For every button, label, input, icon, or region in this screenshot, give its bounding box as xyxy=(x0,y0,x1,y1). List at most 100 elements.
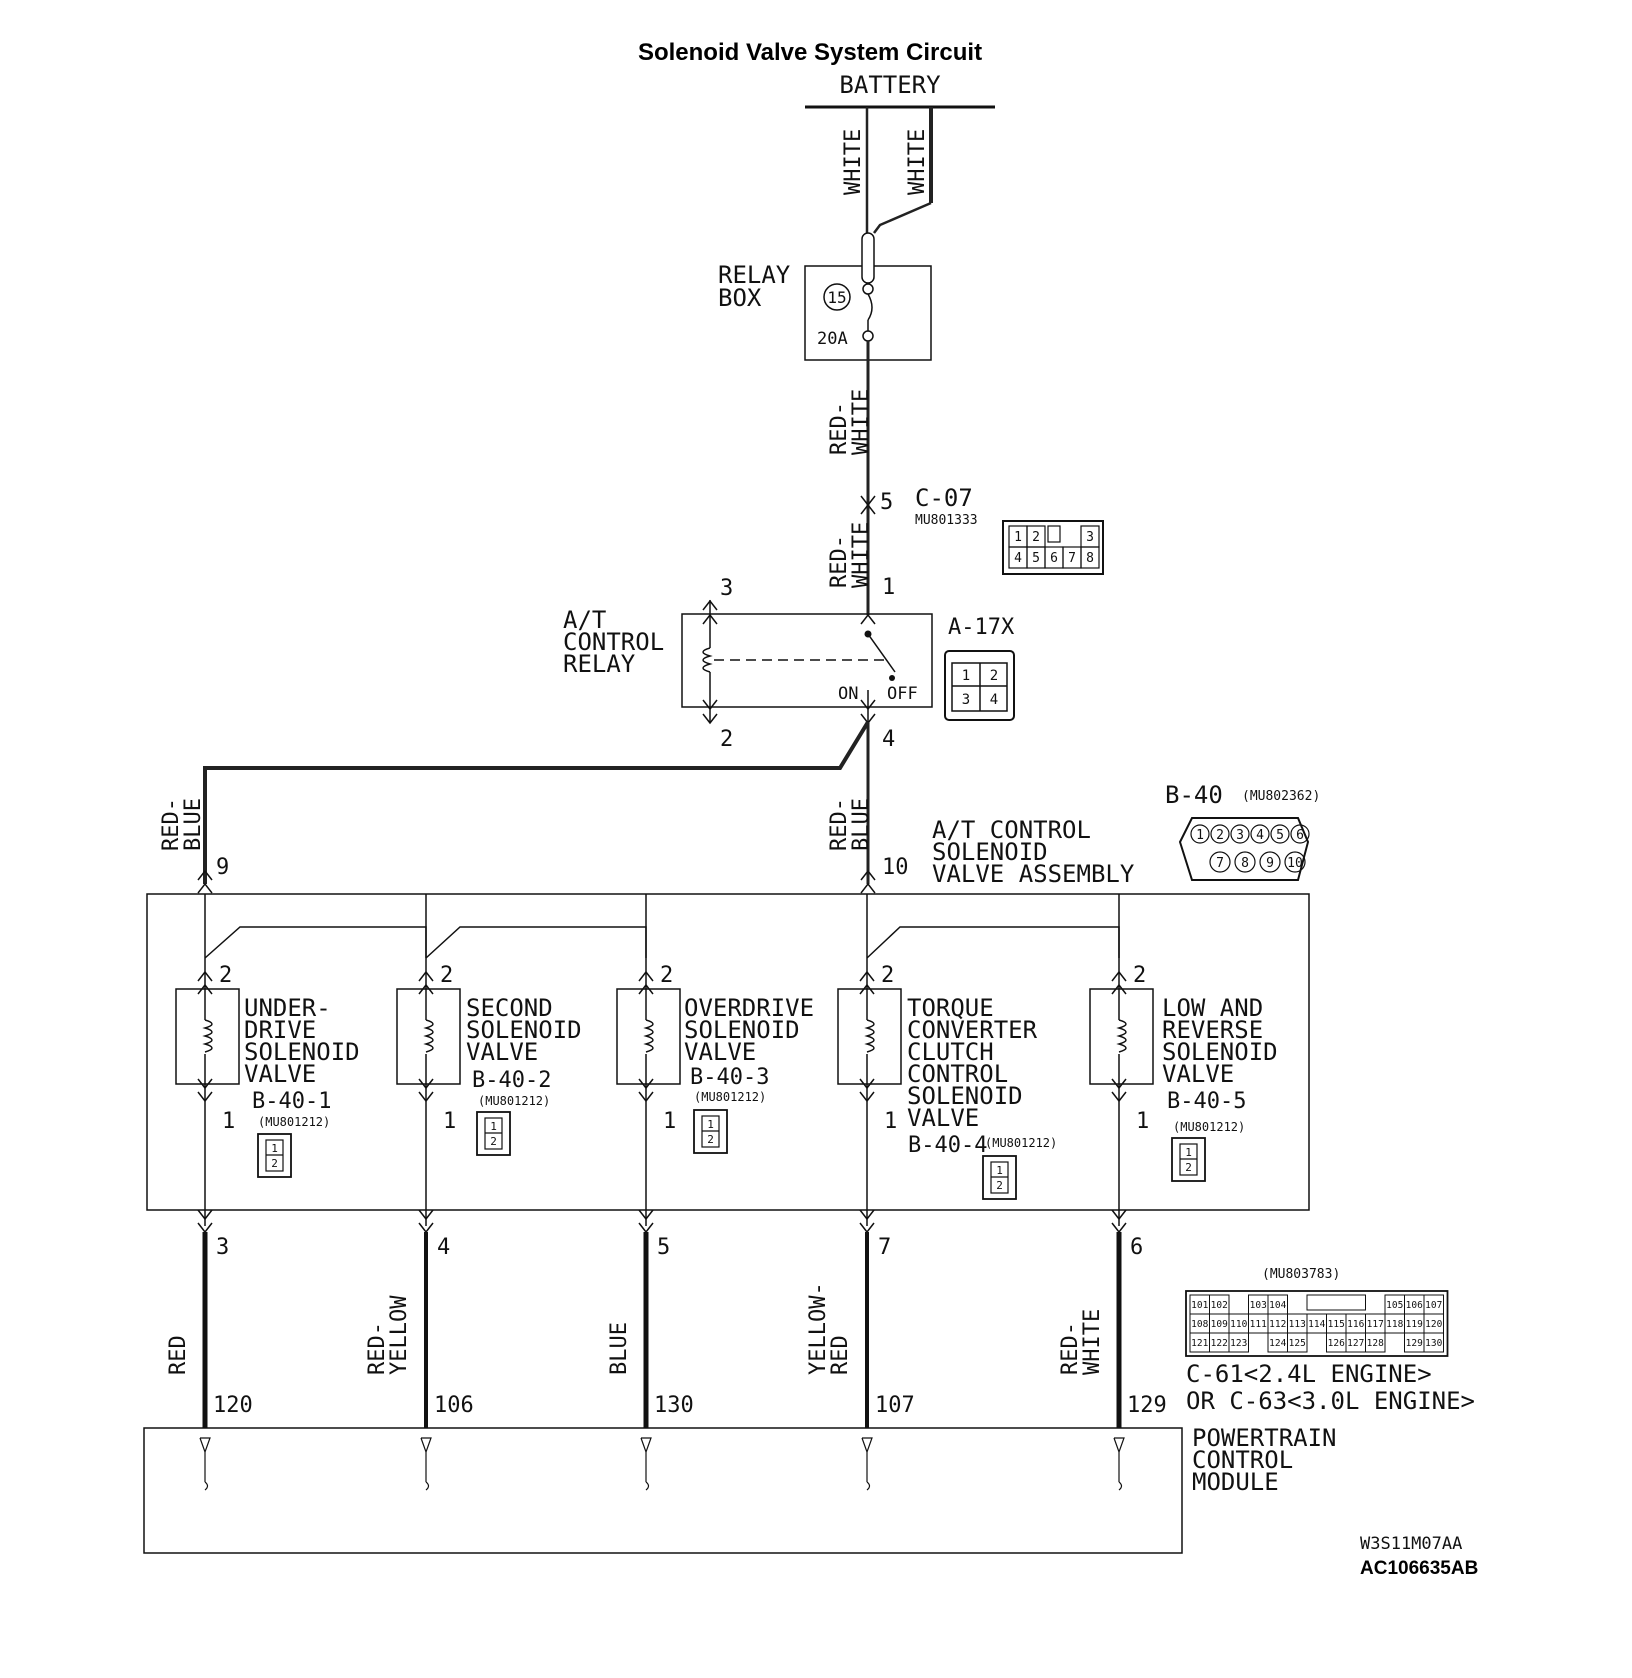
pcm-terminal-tail xyxy=(204,1481,209,1491)
valve-label-line: CLUTCH xyxy=(907,1038,994,1066)
wire-color: RED xyxy=(166,1335,191,1375)
pcm-pin: 127 xyxy=(1347,1338,1364,1349)
pcm-pin: 113 xyxy=(1289,1319,1306,1330)
b40-pin: 10 xyxy=(1287,856,1303,871)
connector-arrow xyxy=(418,1078,434,1090)
valve-pin-top: 2 xyxy=(440,963,453,988)
relay-box: RELAY BOX 15 20A xyxy=(718,232,932,361)
c07-key xyxy=(1047,525,1061,543)
pcm-terminal-icon xyxy=(861,1437,873,1454)
valve-connector-pin: 1 xyxy=(271,1142,278,1155)
pcm-pin-number: 130 xyxy=(654,1393,694,1418)
valve-out-pin: 6 xyxy=(1130,1235,1143,1260)
wire-color-part: YELLOW- xyxy=(806,1282,831,1375)
b40-pin: 5 xyxy=(1276,828,1284,843)
b40-pin-circle xyxy=(1234,851,1256,873)
valve-pin-top: 2 xyxy=(219,963,232,988)
c07-pin: 5 xyxy=(1032,551,1040,566)
valve-label-line: LOW AND xyxy=(1162,994,1263,1022)
pcm-connector-line2: OR C-63<3.0L ENGINE> xyxy=(1186,1387,1475,1415)
pcm-terminal-tail xyxy=(645,1481,650,1491)
valve-out-pin: 4 xyxy=(437,1235,450,1260)
valve-pin-top: 2 xyxy=(1133,963,1146,988)
relay-coil-icon xyxy=(702,599,890,725)
wire-color-part: RED- xyxy=(365,1322,390,1375)
wire-color-part: BLUE xyxy=(181,798,206,851)
pcm-pin: 130 xyxy=(1425,1338,1442,1349)
wire-color: YELLOW-RED xyxy=(806,1282,853,1375)
fuse-icon xyxy=(861,232,875,342)
pcm-pin-number: 129 xyxy=(1127,1393,1167,1418)
valve-label-line: CONVERTER xyxy=(907,1016,1038,1044)
valve-connector-pin: 2 xyxy=(1185,1161,1192,1174)
valve-connector-pin: 2 xyxy=(271,1157,278,1170)
valve-label-line: SOLENOID xyxy=(244,1038,360,1066)
wire-color-part: RED- xyxy=(827,402,852,455)
valve-connector-pin: 2 xyxy=(707,1133,714,1146)
b40-pin-circle xyxy=(1190,824,1210,844)
relay-output-wires: RED-BLUE RED-BLUE 9 10 xyxy=(159,720,909,894)
pcm-pin: 128 xyxy=(1367,1338,1384,1349)
wire-color-part: WHITE xyxy=(849,522,874,588)
valve-label-line: REVERSE xyxy=(1162,1016,1263,1044)
wire-color-part: RED- xyxy=(827,535,852,588)
valve-label-line: SECOND xyxy=(466,994,553,1022)
wire-color-part: RED xyxy=(828,1335,853,1375)
wire-color-relay-to-9: RED-BLUE xyxy=(159,798,206,851)
relay-label-line1: A/T xyxy=(563,606,606,634)
battery-wires: WHITE WHITE xyxy=(841,107,933,234)
connector-arrow xyxy=(638,970,654,982)
wire-color-part: YELLOW xyxy=(387,1295,412,1375)
connector-arrow xyxy=(1111,1078,1127,1090)
solenoid-coil-icon xyxy=(202,1019,213,1053)
c07-pin-cell xyxy=(1080,546,1100,569)
connector-arrow xyxy=(859,970,875,982)
b40-pin-circle xyxy=(1259,851,1281,873)
connector-arrow xyxy=(1111,1209,1127,1221)
valve-connector-icon xyxy=(982,1155,1017,1200)
pcm-terminal-tail xyxy=(866,1481,871,1491)
wire-color: RED-YELLOW xyxy=(365,1295,412,1375)
pcm-pin: 117 xyxy=(1367,1319,1384,1330)
valve-label-line: DRIVE xyxy=(244,1016,316,1044)
wire-color-battery-right: WHITE xyxy=(905,129,930,195)
wire-color: BLUE xyxy=(607,1322,632,1375)
valve-label-line: VALVE xyxy=(244,1060,316,1088)
pcm-connector-line1: C-61<2.4L ENGINE> xyxy=(1186,1360,1432,1388)
pcm-pin-cell xyxy=(1287,1332,1308,1353)
pcm-label-line2: CONTROL xyxy=(1192,1446,1293,1474)
a17x-pin: 2 xyxy=(990,668,998,684)
connector-arrow xyxy=(418,970,434,982)
connector-arrow xyxy=(1111,970,1127,982)
b40-pin: 3 xyxy=(1236,828,1244,843)
connector-arrow xyxy=(1111,1091,1127,1103)
valve-out-pin: 3 xyxy=(216,1235,229,1260)
relay-on-label: ON xyxy=(838,684,858,704)
b40-pin-circle xyxy=(1209,851,1231,873)
solenoid-valves: 21UNDER-DRIVESOLENOIDVALVEB-40-1(MU80121… xyxy=(166,894,1278,1491)
pcm-pin: 121 xyxy=(1191,1338,1208,1349)
pcm-pin: 123 xyxy=(1230,1338,1247,1349)
pcm-terminal-tail xyxy=(425,1481,430,1491)
b40-connector-shape xyxy=(1178,817,1310,881)
battery: BATTERY xyxy=(805,71,995,109)
pcm-pin: 109 xyxy=(1211,1319,1228,1330)
valve-label-line: CONTROL xyxy=(907,1060,1008,1088)
assembly-label-line2: SOLENOID xyxy=(932,838,1048,866)
pcm-terminal-icon xyxy=(640,1437,652,1454)
b40-pin-circle xyxy=(1270,824,1290,844)
a17x-name: A-17X xyxy=(948,615,1015,640)
valve-connector-pin: 1 xyxy=(490,1120,497,1133)
c07-part: MU801333 xyxy=(915,513,978,528)
valve-connector-name: B-40-4 xyxy=(908,1133,987,1158)
solenoid-valve: 21UNDER-DRIVESOLENOIDVALVEB-40-1(MU80121… xyxy=(166,894,360,1491)
connector-arrow xyxy=(638,1209,654,1221)
c07-name: C-07 xyxy=(915,484,973,512)
wire-color: RED-WHITE xyxy=(1058,1309,1105,1375)
connector-arrow xyxy=(859,1209,875,1221)
c07-pin: 6 xyxy=(1050,551,1058,566)
pcm-pin: 122 xyxy=(1211,1338,1228,1349)
